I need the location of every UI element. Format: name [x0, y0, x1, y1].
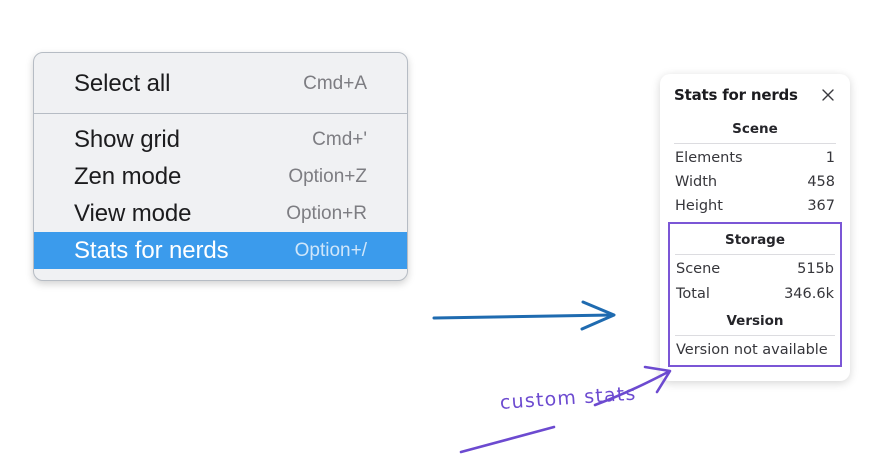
stats-panel-header: Stats for nerds [674, 86, 836, 104]
stat-row: Total 346.6k [675, 282, 835, 306]
menu-item-shortcut: Option+Z [288, 165, 367, 187]
menu-item-label: Zen mode [74, 162, 182, 190]
menu-item-label: View mode [74, 199, 192, 227]
stat-label: Scene [676, 261, 721, 278]
menu-item-shortcut: Option+R [286, 202, 367, 224]
stats-group-custom-highlighted: Storage Scene 515b Total 346.6k Version … [668, 222, 842, 367]
menu-item-label: Select all [74, 69, 171, 97]
menu-section-2: Show grid Cmd+' Zen mode Option+Z View m… [34, 114, 407, 280]
section-rule [675, 334, 835, 336]
stat-row: Width 458 [674, 170, 836, 194]
menu-item-show-grid[interactable]: Show grid Cmd+' [34, 121, 407, 158]
canvas-context-menu[interactable]: Select all Cmd+A Show grid Cmd+' Zen mod… [33, 52, 408, 281]
stat-label: Total [676, 285, 710, 302]
stat-row: Elements 1 [674, 146, 836, 170]
menu-item-shortcut: Option+/ [294, 239, 367, 261]
menu-item-label: Stats for nerds [74, 236, 229, 264]
menu-item-label: Show grid [74, 125, 180, 153]
version-not-available-text: Version not available [676, 341, 828, 358]
stat-value: 346.6k [784, 285, 834, 302]
section-rule [674, 143, 836, 144]
close-icon[interactable] [820, 87, 836, 103]
blue-arrow [432, 300, 616, 331]
stats-group-scene: Scene Elements 1 Width 458 Height 367 [674, 114, 836, 218]
purple-underline-stroke [459, 425, 556, 454]
stats-group-storage: Storage Scene 515b Total 346.6k [675, 225, 835, 305]
stat-row: Height 367 [674, 194, 836, 218]
stat-value: 367 [807, 198, 835, 215]
menu-item-view-mode[interactable]: View mode Option+R [34, 195, 407, 232]
stat-row: Scene 515b [675, 257, 835, 281]
stats-panel-title: Stats for nerds [674, 86, 798, 104]
menu-section-1: Select all Cmd+A [34, 53, 407, 113]
stats-for-nerds-panel: Stats for nerds Scene Elements 1 Width 4… [660, 74, 850, 381]
menu-item-shortcut: Cmd+' [312, 128, 367, 150]
stat-label: Elements [675, 150, 743, 166]
menu-item-zen-mode[interactable]: Zen mode Option+Z [34, 158, 407, 195]
menu-divider [34, 113, 407, 114]
stats-section-heading: Version [726, 312, 784, 329]
menu-item-stats-for-nerds[interactable]: Stats for nerds Option+/ [34, 232, 407, 269]
menu-item-select-all[interactable]: Select all Cmd+A [34, 65, 407, 102]
menu-item-shortcut: Cmd+A [303, 72, 367, 94]
section-rule [675, 254, 835, 256]
stat-value: 515b [797, 261, 834, 278]
stat-value: 1 [825, 150, 835, 166]
stats-section-heading: Scene [732, 121, 778, 137]
stat-label: Height [675, 198, 723, 215]
stat-label: Width [675, 174, 718, 191]
stats-section-heading: Storage [724, 232, 786, 249]
annotation-label-custom-stats: custom stats [499, 382, 638, 414]
stats-group-version: Version Version not available [675, 306, 835, 360]
stat-value: 458 [807, 174, 835, 191]
